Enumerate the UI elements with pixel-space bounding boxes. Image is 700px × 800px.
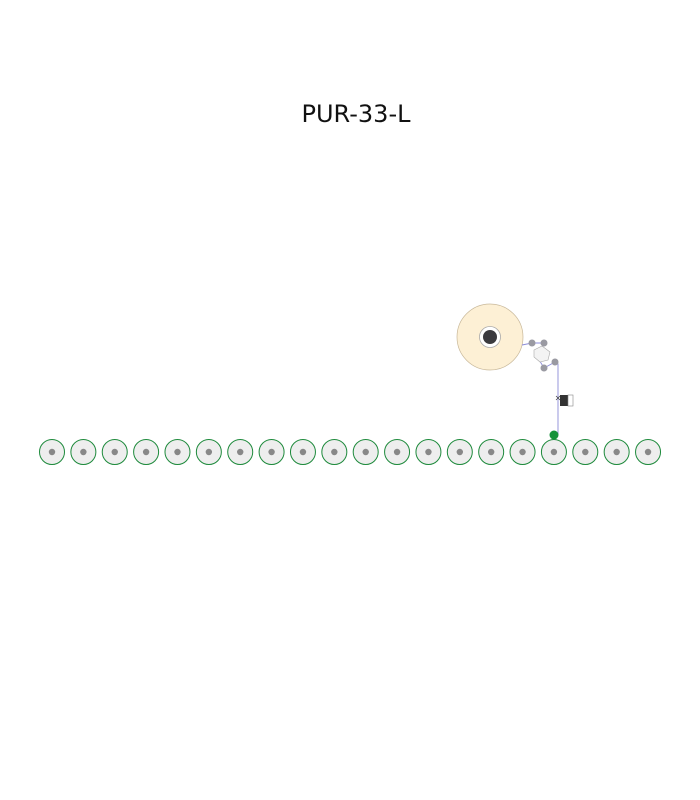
roller[interactable] bbox=[478, 439, 505, 465]
active-thread-marker[interactable] bbox=[549, 430, 559, 440]
roller[interactable] bbox=[384, 439, 411, 465]
roller[interactable] bbox=[289, 439, 316, 465]
roller-hub bbox=[174, 448, 181, 456]
roller[interactable] bbox=[415, 439, 442, 465]
roller[interactable] bbox=[509, 439, 536, 465]
diagram-title: PUR-33-L bbox=[301, 100, 411, 128]
pulley-icon bbox=[528, 339, 536, 347]
roller-hub bbox=[268, 448, 275, 456]
roller-hub bbox=[425, 448, 432, 456]
roller[interactable] bbox=[227, 439, 254, 465]
roller[interactable] bbox=[195, 439, 222, 465]
spool-hub bbox=[483, 330, 497, 344]
roller-hub bbox=[456, 448, 464, 456]
roller-hub bbox=[331, 448, 338, 456]
roller-hub bbox=[582, 448, 589, 456]
spool[interactable] bbox=[456, 303, 524, 371]
pulley-icon bbox=[551, 358, 559, 366]
roller[interactable] bbox=[70, 439, 97, 465]
roller-row bbox=[39, 439, 662, 465]
roller[interactable] bbox=[603, 439, 630, 465]
roller-hub bbox=[237, 448, 244, 456]
roller-hub bbox=[142, 448, 150, 456]
roller[interactable] bbox=[101, 439, 128, 465]
tensioner-icon bbox=[533, 345, 551, 363]
roller-hub bbox=[48, 448, 56, 456]
roller-hub bbox=[80, 448, 87, 456]
roller[interactable] bbox=[635, 439, 662, 465]
roller[interactable] bbox=[164, 439, 191, 465]
roller[interactable] bbox=[321, 439, 348, 465]
roller-hub bbox=[111, 448, 118, 456]
roller-hub bbox=[519, 448, 526, 456]
roller[interactable] bbox=[540, 439, 567, 465]
roller-hub bbox=[487, 448, 495, 456]
roller-hub bbox=[644, 448, 652, 456]
roller-hub bbox=[613, 448, 620, 456]
roller[interactable] bbox=[39, 439, 65, 465]
roller-hub bbox=[205, 448, 213, 456]
roller[interactable] bbox=[446, 439, 473, 465]
roller[interactable] bbox=[572, 439, 599, 465]
pulley-icon bbox=[540, 339, 548, 347]
roller-hub bbox=[362, 448, 369, 456]
roller-hub bbox=[299, 448, 307, 456]
roller-hub bbox=[550, 448, 558, 456]
roller[interactable] bbox=[133, 439, 160, 465]
roller[interactable] bbox=[352, 439, 379, 465]
pulley-icon bbox=[540, 364, 548, 372]
roller-hub bbox=[393, 448, 401, 456]
thread-guide bbox=[521, 339, 574, 435]
sensor-icon bbox=[555, 394, 574, 407]
roller[interactable] bbox=[258, 439, 285, 465]
